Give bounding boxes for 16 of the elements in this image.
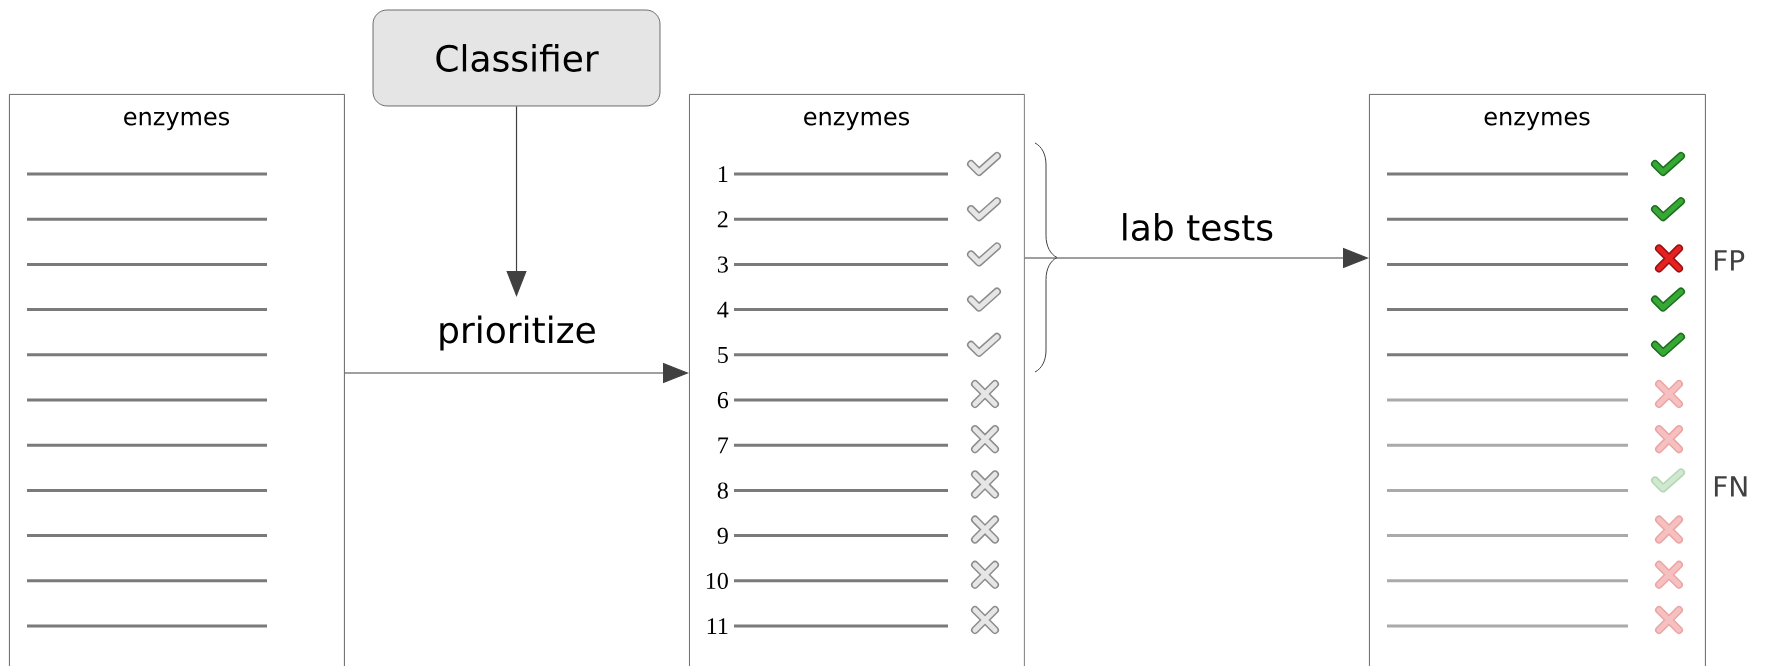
list-panel: enzymes	[9, 94, 345, 666]
row-number: 6	[717, 392, 729, 409]
row-number: 2	[717, 211, 728, 228]
row-number: 5	[718, 347, 728, 364]
list-panel: enzymes	[1369, 94, 1706, 666]
edge-label: prioritize	[435, 313, 599, 353]
row-number: 4	[717, 301, 729, 318]
row-number: 11	[707, 618, 728, 634]
row-number: 1	[718, 166, 728, 182]
row-number: 8	[717, 482, 728, 499]
process-box: Classifier	[372, 9, 661, 107]
row-number: 9	[717, 527, 728, 544]
edge-label: lab tests	[1117, 211, 1277, 243]
row-number: 7	[718, 437, 729, 454]
row-number: 3	[717, 256, 728, 273]
row-number: 10	[706, 572, 728, 590]
